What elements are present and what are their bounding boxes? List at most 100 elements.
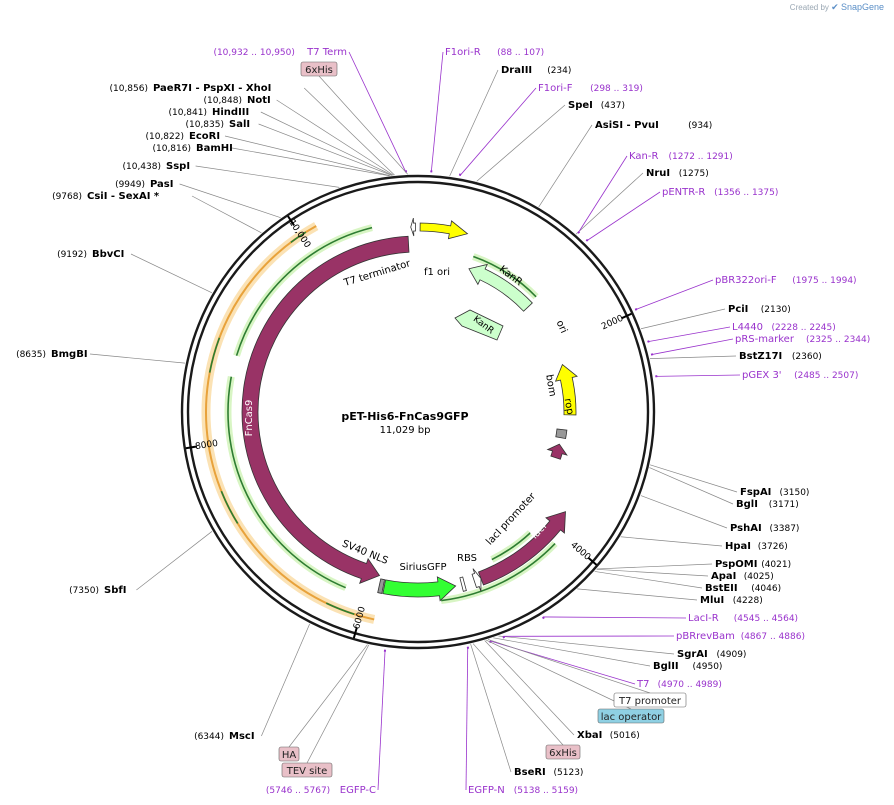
enzyme-position: (10,848) xyxy=(203,96,242,106)
enzyme-name: SalI xyxy=(229,119,250,130)
feature-label-f1-ori: f1 ori xyxy=(424,267,450,278)
enzyme-leader xyxy=(484,640,575,736)
annotation-label: T7 promoter xyxy=(618,696,682,707)
enzyme-leader xyxy=(594,571,703,589)
enzyme-leader xyxy=(538,124,593,208)
plasmid-name: pET-His6-FnCas9GFP xyxy=(341,410,468,423)
primer-site-mark xyxy=(634,308,638,311)
feature-rop xyxy=(546,443,568,460)
primer-leader xyxy=(577,155,628,234)
enzyme-name: SpeI xyxy=(568,100,593,111)
tick-label: 2000 xyxy=(600,314,625,333)
feature-label-siriusgfp: SiriusGFP xyxy=(399,562,446,573)
enzyme-name: BglII xyxy=(653,661,679,672)
enzyme-position: (3150) xyxy=(780,488,810,498)
enzyme-leader xyxy=(649,467,734,505)
enzyme-leader xyxy=(261,623,310,737)
primer-name: T7 xyxy=(636,679,649,690)
enzyme-leader xyxy=(231,147,390,177)
feature-sv40-nls xyxy=(377,578,386,594)
enzyme-name: BglI xyxy=(736,499,758,510)
enzyme-position: (9768) xyxy=(52,192,82,202)
primer-leader xyxy=(465,646,469,791)
enzyme-name: BbvCI xyxy=(92,249,124,260)
primer-position: (1356 .. 1375) xyxy=(714,188,778,198)
annotation-box xyxy=(545,744,581,760)
backbone-outer-strand xyxy=(180,174,656,650)
enzyme-leader xyxy=(224,135,391,176)
primer-position: (4545 .. 4564) xyxy=(734,614,798,624)
enzyme-position: (7350) xyxy=(69,586,99,596)
feature-label-fncas9: FnCas9 xyxy=(244,400,255,437)
feature-ori xyxy=(554,363,578,416)
enzyme-leader xyxy=(640,495,728,529)
primer-site-mark xyxy=(577,230,581,234)
enzyme-name: AsiSI - PvuI xyxy=(595,120,659,131)
annotation-box xyxy=(597,708,665,724)
feature-label-rop: rop xyxy=(562,398,576,416)
enzyme-position: (234) xyxy=(547,66,571,76)
feature-label-laci-promoter: lacI promoter xyxy=(484,490,538,547)
primer-name: T7 Term xyxy=(306,47,347,58)
annotation-leader xyxy=(485,639,632,710)
enzyme-leader xyxy=(577,588,698,601)
annotation-label: HA xyxy=(282,750,297,761)
primer-name: F1ori-F xyxy=(538,83,573,94)
annotation-label: 6xHis xyxy=(549,748,577,759)
enzyme-name: BstEII xyxy=(705,583,738,594)
primer-position: (10,932 .. 10,950) xyxy=(213,48,294,58)
tick-mark xyxy=(352,627,358,639)
enzyme-leader xyxy=(195,165,340,188)
primer-position: (5746 .. 5767) xyxy=(266,786,330,796)
enzyme-leader xyxy=(260,111,393,176)
enzyme-leader xyxy=(498,635,675,655)
enzyme-leader xyxy=(575,172,644,235)
tick-mark xyxy=(185,445,197,450)
tick-label: 4000 xyxy=(568,540,592,563)
orf-direction-mark-1 xyxy=(220,490,239,524)
primer-leader xyxy=(586,191,661,242)
annotation-box xyxy=(613,692,687,708)
enzyme-position: (6344) xyxy=(194,732,224,742)
enzyme-position: (5123) xyxy=(554,768,584,778)
annotation-box xyxy=(300,61,338,77)
orf-inner-0 xyxy=(235,226,373,356)
primer-leader xyxy=(650,338,734,356)
orf-inner-3 xyxy=(473,255,537,298)
primer-position: (298 .. 319) xyxy=(590,84,643,94)
enzyme-name: PciI xyxy=(728,304,748,315)
feature-label-rbs: RBS xyxy=(457,553,477,564)
primer-name: pBR322ori-F xyxy=(715,275,777,286)
primer-name: L4440 xyxy=(732,322,763,333)
enzyme-leader xyxy=(130,253,213,294)
primer-leader xyxy=(542,616,687,619)
annotation-box xyxy=(281,762,333,778)
primer-name: EGFP-N xyxy=(468,785,505,796)
enzyme-position: (934) xyxy=(688,121,712,131)
enzyme-position: (10,822) xyxy=(145,132,184,142)
enzyme-name: SspI xyxy=(166,161,190,172)
primer-position: (1272 .. 1291) xyxy=(669,152,733,162)
enzyme-name: CsiI - SexAI * xyxy=(87,191,160,202)
leader-lines xyxy=(89,51,741,791)
enzyme-position: (437) xyxy=(601,101,625,111)
enzyme-position: (4228) xyxy=(733,596,763,606)
enzyme-position: (4021) xyxy=(761,560,791,570)
primer-site-mark xyxy=(542,616,545,620)
feature-label-bom: bom xyxy=(543,374,558,398)
enzyme-leader xyxy=(136,531,213,591)
primer-leader xyxy=(635,279,714,311)
enzyme-name: SbfI xyxy=(104,585,126,596)
enzyme-name: PasI xyxy=(150,179,173,190)
enzyme-name: MscI xyxy=(229,731,255,742)
enzyme-name: HindIII xyxy=(212,107,249,118)
enzyme-leader xyxy=(596,568,709,577)
enzyme-position: (4046) xyxy=(751,584,781,594)
snapgene-logo: ✔ xyxy=(831,2,839,12)
enzyme-position: (1275) xyxy=(679,169,709,179)
enzyme-leader xyxy=(179,183,281,218)
enzyme-leader xyxy=(649,355,737,359)
primer-position: (2485 .. 2507) xyxy=(794,371,858,381)
annotation-leader xyxy=(306,644,370,764)
